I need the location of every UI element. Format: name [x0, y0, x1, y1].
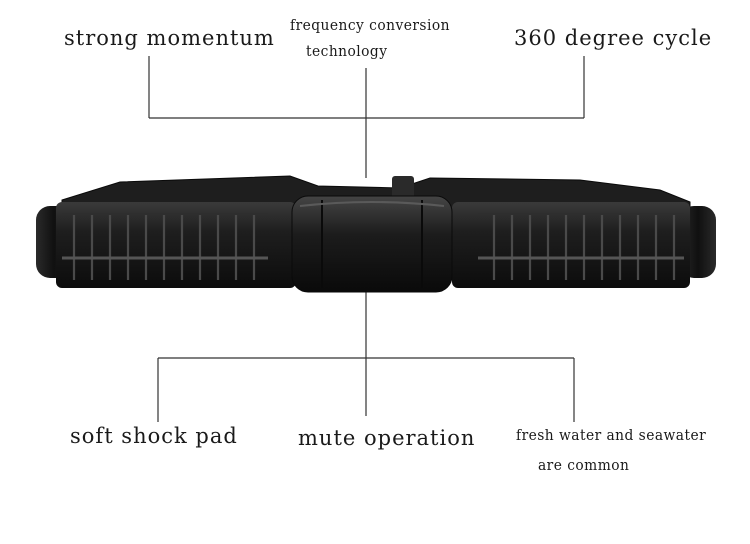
center-nozzle — [392, 176, 414, 198]
center-motor-housing — [291, 195, 453, 293]
left-grille — [62, 213, 268, 280]
label-technology: technology — [306, 42, 388, 60]
center-highlight — [299, 201, 445, 207]
label-are-common: are common — [538, 456, 630, 474]
label-strong-momentum: strong momentum — [64, 26, 275, 50]
label-frequency-conversion: frequency conversion — [290, 16, 450, 34]
label-mute-operation: mute operation — [298, 426, 476, 450]
label-fresh-water-and-seawater: fresh water and seawater — [516, 426, 707, 444]
label-soft-shock-pad: soft shock pad — [70, 424, 238, 448]
label-360-degree-cycle: 360 degree cycle — [514, 26, 713, 50]
right-grille — [478, 213, 684, 280]
